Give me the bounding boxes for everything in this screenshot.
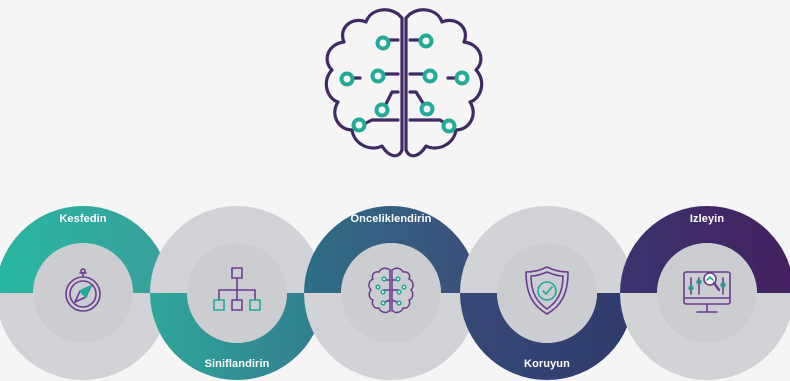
step-ring	[304, 206, 478, 380]
step-4: Koruyun	[460, 205, 634, 381]
monitor-analytics-icon	[677, 260, 737, 320]
step-ring	[150, 206, 324, 380]
shield-check-icon	[517, 260, 577, 320]
step-2: Siniflandirin	[150, 205, 324, 381]
step-label: Izleyin	[689, 213, 725, 225]
step-label: Siniflandirin	[204, 358, 270, 370]
hierarchy-icon	[207, 260, 267, 320]
compass-icon	[53, 260, 113, 320]
step-5: Izleyin	[620, 205, 790, 381]
step-3: Önceliklendirin	[304, 205, 478, 381]
brain-circuit-icon	[361, 260, 421, 320]
step-label: Önceliklendirin	[350, 213, 432, 225]
step-label: Kesfedin	[59, 213, 107, 225]
step-label: Koruyun	[524, 358, 570, 370]
step-1: Kesfedin	[0, 205, 170, 381]
step-ring	[620, 206, 790, 380]
